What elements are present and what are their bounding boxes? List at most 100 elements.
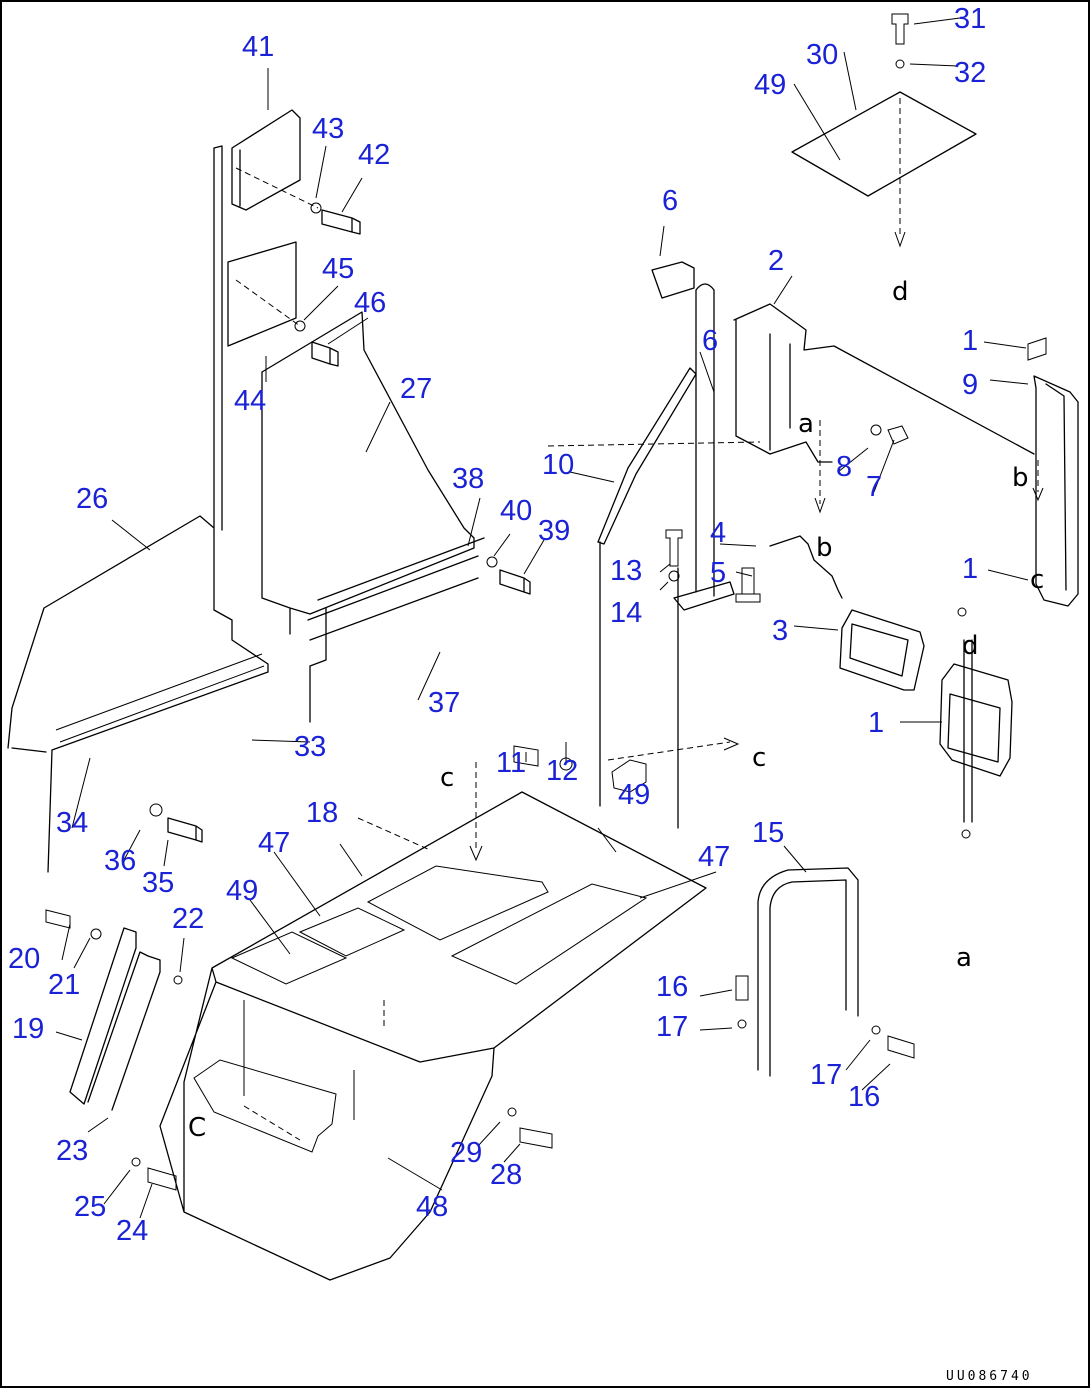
washer-8 bbox=[870, 424, 882, 436]
callout-40: 40 bbox=[500, 495, 532, 527]
view-ref-c-upper: c bbox=[440, 763, 454, 793]
callout-48: 48 bbox=[416, 1191, 448, 1223]
callout-6-top: 6 bbox=[662, 185, 678, 217]
bracket-6 bbox=[651, 261, 695, 299]
panel-26-edge bbox=[55, 653, 265, 743]
callout-4: 4 bbox=[710, 517, 726, 549]
callout-28: 28 bbox=[490, 1159, 522, 1191]
callout-13: 13 bbox=[610, 555, 642, 587]
view-ref-c-mirror: c bbox=[1030, 565, 1044, 595]
assembly-lines bbox=[243, 98, 1039, 1141]
view-ref-C-cover: C bbox=[188, 1113, 206, 1143]
washer-25 bbox=[131, 1157, 141, 1167]
view-ref-d-mirror: d bbox=[962, 631, 979, 661]
bolt-20 bbox=[45, 909, 71, 929]
clamp-12 bbox=[611, 759, 647, 793]
callout-21: 21 bbox=[48, 969, 80, 1001]
callout-42: 42 bbox=[358, 139, 390, 171]
bracket-2 bbox=[733, 303, 1035, 463]
callout-43: 43 bbox=[312, 113, 344, 145]
bracket-41 bbox=[231, 109, 301, 211]
callout-41: 41 bbox=[242, 31, 274, 63]
callout-31: 31 bbox=[954, 3, 986, 35]
callout-20: 20 bbox=[8, 943, 40, 975]
view-ref-b-mirror: b bbox=[1012, 463, 1029, 493]
panel-26 bbox=[7, 145, 269, 873]
bolt-13 bbox=[665, 529, 683, 567]
plate-30 bbox=[791, 91, 977, 197]
callout-8: 8 bbox=[836, 451, 852, 483]
callout-3: 3 bbox=[772, 615, 788, 647]
view-ref-a-upper: a bbox=[798, 409, 814, 439]
drawing-code: UU086740 bbox=[946, 1369, 1033, 1384]
callout-49-top: 49 bbox=[754, 69, 786, 101]
panel-27 bbox=[261, 311, 479, 641]
callout-19: 19 bbox=[12, 1013, 44, 1045]
washer-36 bbox=[149, 803, 163, 817]
view-ref-b-arm: b bbox=[816, 533, 833, 563]
view-ref-d: d bbox=[892, 277, 909, 307]
washer-17-left bbox=[737, 1019, 747, 1029]
callout-15: 15 bbox=[752, 817, 784, 849]
mirror-9 bbox=[1033, 375, 1079, 607]
callout-23: 23 bbox=[56, 1135, 88, 1167]
bolt-11 bbox=[513, 745, 539, 767]
leader-lines bbox=[55, 17, 1029, 1219]
callout-46: 46 bbox=[354, 287, 386, 319]
view-ref-a-lower: a bbox=[956, 943, 972, 973]
callout-18: 18 bbox=[306, 797, 338, 829]
callout-7: 7 bbox=[866, 471, 882, 503]
bolt-5 bbox=[735, 567, 761, 603]
bolt-16-left bbox=[735, 975, 749, 1001]
callout-32: 32 bbox=[954, 57, 986, 89]
axis-41-42 bbox=[235, 167, 319, 327]
callout-39: 39 bbox=[538, 515, 570, 547]
callout-47-right: 47 bbox=[698, 841, 730, 873]
washer-40 bbox=[486, 556, 498, 568]
callout-16-left: 16 bbox=[656, 971, 688, 1003]
washer-43 bbox=[310, 202, 322, 214]
callout-2: 2 bbox=[768, 245, 784, 277]
callout-numbers: 1 1 1 2 3 4 5 6 6 7 8 9 10 11 12 13 14 1… bbox=[8, 3, 986, 1247]
bolt-24 bbox=[147, 1167, 177, 1191]
callout-26: 26 bbox=[76, 483, 108, 515]
washer-17-right bbox=[871, 1025, 881, 1035]
callout-6-mid: 6 bbox=[702, 325, 718, 357]
arrowheads bbox=[469, 231, 1044, 862]
bolt-35 bbox=[167, 817, 203, 843]
callout-34: 34 bbox=[56, 807, 88, 839]
callout-14: 14 bbox=[610, 597, 642, 629]
callout-1-mid: 1 bbox=[962, 553, 978, 585]
callout-44: 44 bbox=[234, 385, 266, 417]
bolt-39 bbox=[499, 569, 531, 595]
bolt-16-right bbox=[887, 1035, 915, 1059]
nut-7 bbox=[887, 425, 909, 445]
callout-12: 12 bbox=[546, 755, 578, 787]
cover-18-center bbox=[357, 817, 431, 1030]
callout-17-right: 17 bbox=[810, 1059, 842, 1091]
bolt-42 bbox=[321, 209, 361, 235]
panel-37 bbox=[309, 537, 485, 723]
washer-29 bbox=[507, 1107, 517, 1117]
mirror-1-shaft bbox=[963, 639, 973, 823]
callout-45: 45 bbox=[322, 253, 354, 285]
bolt-28 bbox=[519, 1127, 553, 1149]
callout-10: 10 bbox=[542, 449, 574, 481]
bracket-19 bbox=[69, 927, 161, 1111]
callout-17-left: 17 bbox=[656, 1011, 688, 1043]
callout-33: 33 bbox=[294, 731, 326, 763]
callout-22: 22 bbox=[172, 903, 204, 935]
callout-36: 36 bbox=[104, 845, 136, 877]
callout-16-right: 16 bbox=[848, 1081, 880, 1113]
callout-9: 9 bbox=[962, 369, 978, 401]
callout-30: 30 bbox=[806, 39, 838, 71]
callout-1-mirror: 1 bbox=[868, 707, 884, 739]
bolt-46 bbox=[311, 341, 339, 367]
mirror-1-nut-top bbox=[957, 607, 967, 617]
washer-14 bbox=[668, 570, 680, 582]
callout-1-top: 1 bbox=[962, 325, 978, 357]
washer-22 bbox=[173, 975, 183, 985]
mirror-1-nut-bottom bbox=[961, 829, 971, 839]
arm-4 bbox=[769, 535, 843, 599]
